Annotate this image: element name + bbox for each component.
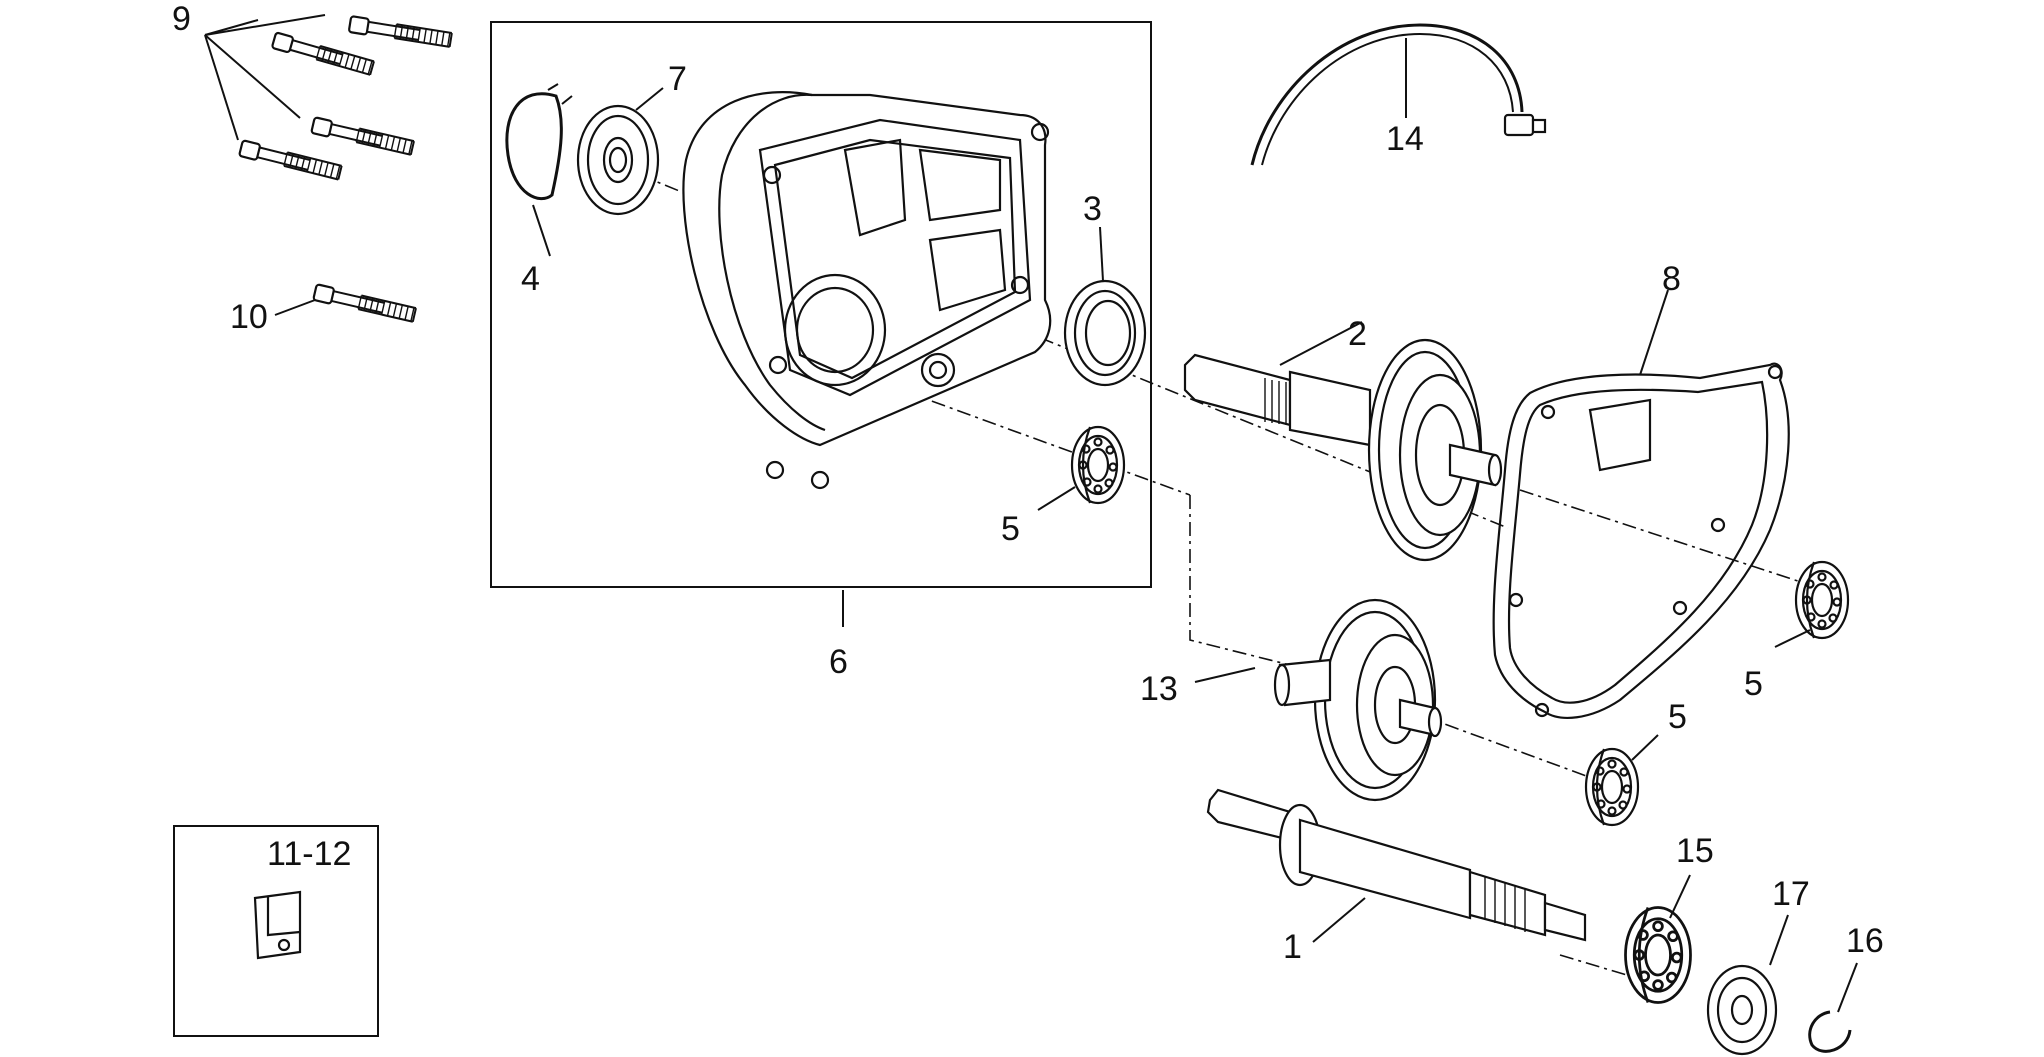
bearing-5-b	[1794, 560, 1850, 640]
bearing-15	[1624, 906, 1692, 1004]
label-3: 3	[1083, 190, 1102, 228]
cover-assembly-frame	[490, 21, 1152, 588]
transmission-cover-6	[682, 91, 1052, 490]
label-5-c: 5	[1668, 698, 1687, 736]
circlip-4	[505, 92, 563, 201]
oil-seal-3	[1063, 279, 1147, 387]
gear-13	[1273, 598, 1443, 802]
label-13: 13	[1140, 670, 1178, 708]
gear-shaft-2	[1183, 338, 1503, 562]
label-4: 4	[521, 260, 540, 298]
label-7: 7	[668, 60, 687, 98]
bearing-5-c	[1584, 747, 1640, 827]
bolt-10	[312, 283, 418, 324]
label-10: 10	[230, 298, 268, 336]
wire-14	[1250, 23, 1547, 166]
main-shaft-1	[1206, 788, 1587, 942]
label-9: 9	[172, 0, 191, 38]
label-5-b: 5	[1744, 665, 1763, 703]
kit-frame	[173, 825, 379, 1037]
circlip-16	[1808, 1010, 1852, 1053]
label-14: 14	[1386, 120, 1424, 158]
leader-lines	[204, 14, 1858, 1013]
bolt-9-d	[237, 139, 344, 182]
label-2: 2	[1348, 315, 1367, 353]
ring-17	[1706, 964, 1778, 1056]
bolt-9-a	[347, 14, 454, 49]
label-15: 15	[1676, 832, 1714, 870]
bolt-9-c	[310, 116, 416, 157]
bearing-7	[576, 104, 660, 216]
label-5-a: 5	[1001, 510, 1020, 548]
plate-11-12	[253, 890, 302, 960]
label-16: 16	[1846, 922, 1884, 960]
label-1: 1	[1283, 928, 1302, 966]
bolt-9-b	[270, 31, 376, 77]
label-8: 8	[1662, 260, 1681, 298]
label-11-12: 11-12	[267, 835, 351, 873]
label-6: 6	[829, 643, 848, 681]
gasket-8	[1492, 362, 1790, 719]
label-17: 17	[1772, 875, 1810, 913]
bearing-5-a	[1070, 425, 1126, 505]
callout-labels: 9 10 4 7 3 5 6 14 8 2 5 13 5 15 17 16 1 …	[172, 0, 1884, 966]
